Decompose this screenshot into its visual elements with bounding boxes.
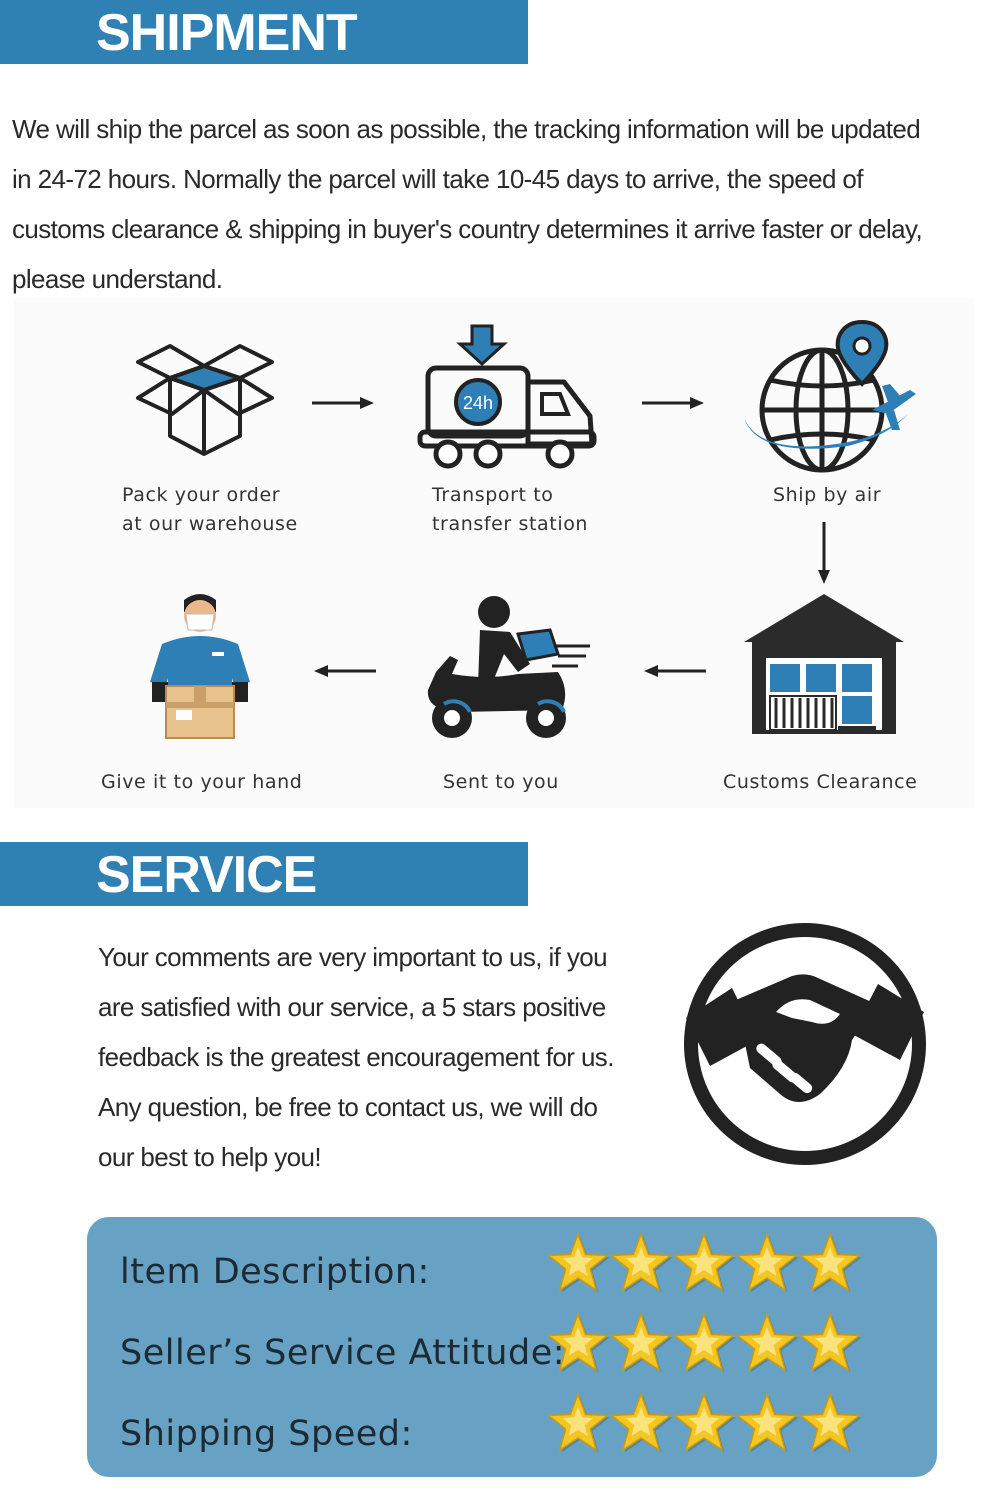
- step-label-customs: Customs Clearance: [723, 771, 918, 793]
- star-highlight: [751, 1247, 783, 1276]
- star-highlight: [688, 1247, 720, 1276]
- rating-label-service: Seller’s Service Attitude:: [120, 1333, 566, 1373]
- star-highlight: [751, 1327, 783, 1356]
- rating-label-item: ltem Description:: [120, 1252, 430, 1292]
- star-highlight: [625, 1327, 657, 1356]
- handshake-icon: [684, 923, 926, 1165]
- star-rating-service: [546, 1312, 862, 1373]
- service-paragraph-line: our best to help you!: [98, 1142, 322, 1172]
- step-label-air: Ship by air: [773, 484, 882, 506]
- star-highlight: [814, 1247, 846, 1276]
- star-highlight: [688, 1407, 720, 1436]
- shipment-paragraph-line: please understand.: [12, 264, 223, 294]
- star-highlight: [751, 1407, 783, 1436]
- shipment-paragraph-line: in 24-72 hours. Normally the parcel will…: [12, 164, 864, 194]
- arrow-down-icon: [818, 522, 830, 584]
- star-highlight: [625, 1247, 657, 1276]
- star-rating-shipping: [546, 1392, 862, 1453]
- arrow-right-icon: [642, 397, 704, 409]
- step-label-transport: Transport to transfer station: [432, 484, 589, 535]
- delivery-truck-icon: 24h: [417, 324, 597, 469]
- service-paragraph-line: Your comments are very important to us, …: [98, 942, 608, 972]
- star-highlight: [814, 1327, 846, 1356]
- arrow-right-icon: [312, 397, 374, 409]
- star-highlight: [688, 1327, 720, 1356]
- arrow-left-icon: [314, 665, 376, 677]
- delivery-man-icon: [150, 594, 250, 739]
- rating-box: [87, 1217, 937, 1477]
- star-highlight: [562, 1407, 594, 1436]
- star-highlight: [625, 1407, 657, 1436]
- shipment-paragraph: We will ship the parcel as soon as possi…: [12, 104, 982, 304]
- star-highlight: [562, 1327, 594, 1356]
- service-paragraph: Your comments are very important to us, …: [98, 932, 658, 1182]
- service-banner: SERVICE: [0, 842, 528, 906]
- rating-label-shipping: Shipping Speed:: [120, 1414, 413, 1454]
- warehouse-icon: [744, 594, 904, 734]
- star-highlight: [814, 1407, 846, 1436]
- service-paragraph-line: feedback is the greatest encouragement f…: [98, 1042, 614, 1072]
- star-highlight: [562, 1247, 594, 1276]
- shipment-banner: SHIPMENT: [0, 0, 528, 64]
- step-label-pack: Pack your order at our warehouse: [122, 484, 298, 535]
- arrow-left-icon: [644, 665, 706, 677]
- step-label-sent: Sent to you: [443, 771, 559, 793]
- service-paragraph-line: are satisfied with our service, a 5 star…: [98, 992, 606, 1022]
- star-rating-item: [546, 1232, 862, 1293]
- truck-badge-text: 24h: [463, 393, 493, 413]
- step-label-hand: Give it to your hand: [101, 771, 303, 793]
- shipment-heading: SHIPMENT: [96, 4, 358, 62]
- shipment-paragraph-line: customs clearance & shipping in buyer's …: [12, 214, 923, 244]
- service-paragraph-line: Any question, be free to contact us, we …: [98, 1092, 598, 1122]
- open-box-icon: [136, 344, 274, 456]
- scooter-courier-icon: [427, 596, 590, 738]
- shipment-paragraph-line: We will ship the parcel as soon as possi…: [12, 114, 921, 144]
- globe-airplane-icon: [744, 319, 916, 473]
- service-heading: SERVICE: [96, 846, 317, 904]
